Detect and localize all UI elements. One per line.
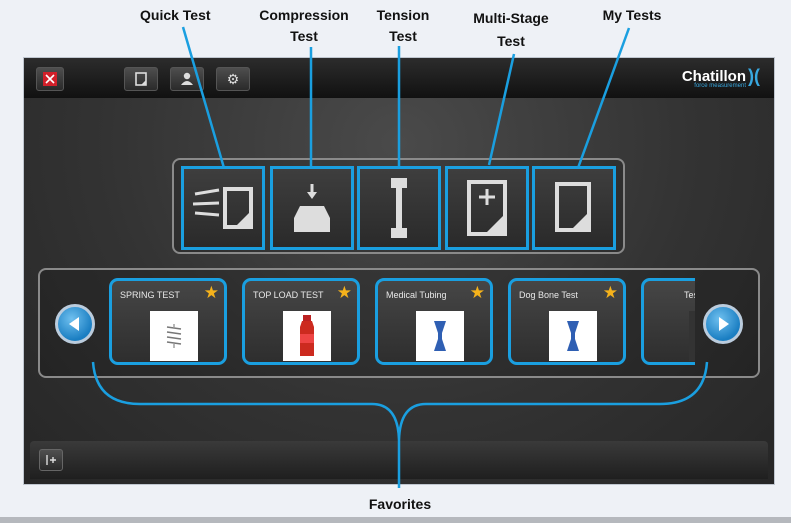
star-icon[interactable]: ★: [469, 283, 485, 302]
favorite-card[interactable]: Tes: [641, 278, 695, 365]
callout-tension-line2: Test: [389, 28, 417, 44]
expand-icon: [46, 455, 56, 465]
footer-strip: [0, 517, 791, 523]
compression-icon: [294, 184, 330, 232]
arrow-left-icon: [69, 317, 79, 331]
callout-compression-test: Compression Test: [246, 5, 362, 47]
favorite-card[interactable]: SPRING TEST ★: [109, 278, 227, 365]
document-button[interactable]: [124, 67, 158, 91]
bottle-icon: [300, 315, 314, 356]
chatillon-logo: Chatillon )( force measurement: [682, 66, 760, 90]
close-button[interactable]: [36, 67, 64, 91]
close-icon: [43, 72, 57, 86]
callout-favorites: Favorites: [368, 496, 432, 512]
quick-test-icon: [192, 187, 253, 229]
bottom-bar: [30, 441, 768, 479]
favorite-title: SPRING TEST: [120, 290, 180, 300]
logo-tagline: force measurement: [694, 83, 746, 89]
callout-quick-test: Quick Test: [140, 7, 211, 23]
favorite-card[interactable]: Medical Tubing ★: [375, 278, 493, 365]
callout-tension-test: Tension Test: [366, 5, 440, 47]
favorite-title: Medical Tubing: [386, 290, 447, 300]
logo-name: Chatillon: [681, 68, 746, 85]
expand-panel-button[interactable]: [39, 449, 63, 471]
favorite-card[interactable]: TOP LOAD TEST ★: [242, 278, 360, 365]
callout-tension-line1: Tension: [376, 7, 430, 23]
dogbone-icon: [434, 321, 446, 351]
arrow-right-icon: [719, 317, 729, 331]
spring-icon: [166, 324, 182, 348]
multi-stage-test-button[interactable]: [445, 166, 529, 250]
star-icon[interactable]: ★: [203, 283, 219, 302]
callout-compression-line1: Compression: [259, 7, 349, 23]
favorite-thumbnail: [689, 311, 695, 361]
favorites-carousel: SPRING TEST ★ TOP LOAD TEST ★ Medical Tu…: [107, 275, 695, 373]
user-icon: [181, 72, 193, 85]
multi-stage-icon: [467, 180, 507, 236]
tension-test-button[interactable]: [357, 166, 441, 250]
favorites-next-button[interactable]: [703, 304, 743, 344]
my-tests-icon: [555, 182, 591, 232]
favorites-prev-button[interactable]: [55, 304, 95, 344]
top-toolbar: ⚙ Chatillon )( force measurement: [24, 58, 774, 98]
callout-multistage-line1: Multi-Stage: [473, 10, 549, 26]
document-icon: [135, 72, 147, 86]
favorite-title: Dog Bone Test: [519, 290, 578, 300]
callout-my-tests: My Tests: [602, 7, 662, 23]
settings-button[interactable]: ⚙: [216, 67, 250, 91]
gears-icon: ⚙: [226, 71, 240, 87]
favorite-thumbnail: [150, 311, 198, 361]
favorite-title: TOP LOAD TEST: [253, 290, 324, 300]
compression-test-button[interactable]: [270, 166, 354, 250]
callout-multistage-line2: Test: [497, 33, 525, 49]
favorite-card[interactable]: Dog Bone Test ★: [508, 278, 626, 365]
user-button[interactable]: [170, 67, 204, 91]
tension-icon: [391, 178, 407, 238]
callout-multistage-test: Multi-Stage Test: [456, 7, 566, 53]
star-icon[interactable]: ★: [336, 283, 352, 302]
logo-mark-icon: )(: [748, 66, 760, 86]
favorite-title: Tes: [684, 290, 695, 300]
favorite-thumbnail: [549, 311, 597, 361]
app-window: ⚙ Chatillon )( force measurement: [23, 57, 775, 485]
logo-text: Chatillon )(: [682, 66, 760, 87]
favorite-thumbnail: [416, 311, 464, 361]
dogbone-icon: [567, 321, 579, 351]
my-tests-button[interactable]: [532, 166, 616, 250]
callout-compression-line2: Test: [290, 28, 318, 44]
favorite-thumbnail: [283, 311, 331, 361]
star-icon[interactable]: ★: [602, 283, 618, 302]
quick-test-button[interactable]: [181, 166, 265, 250]
